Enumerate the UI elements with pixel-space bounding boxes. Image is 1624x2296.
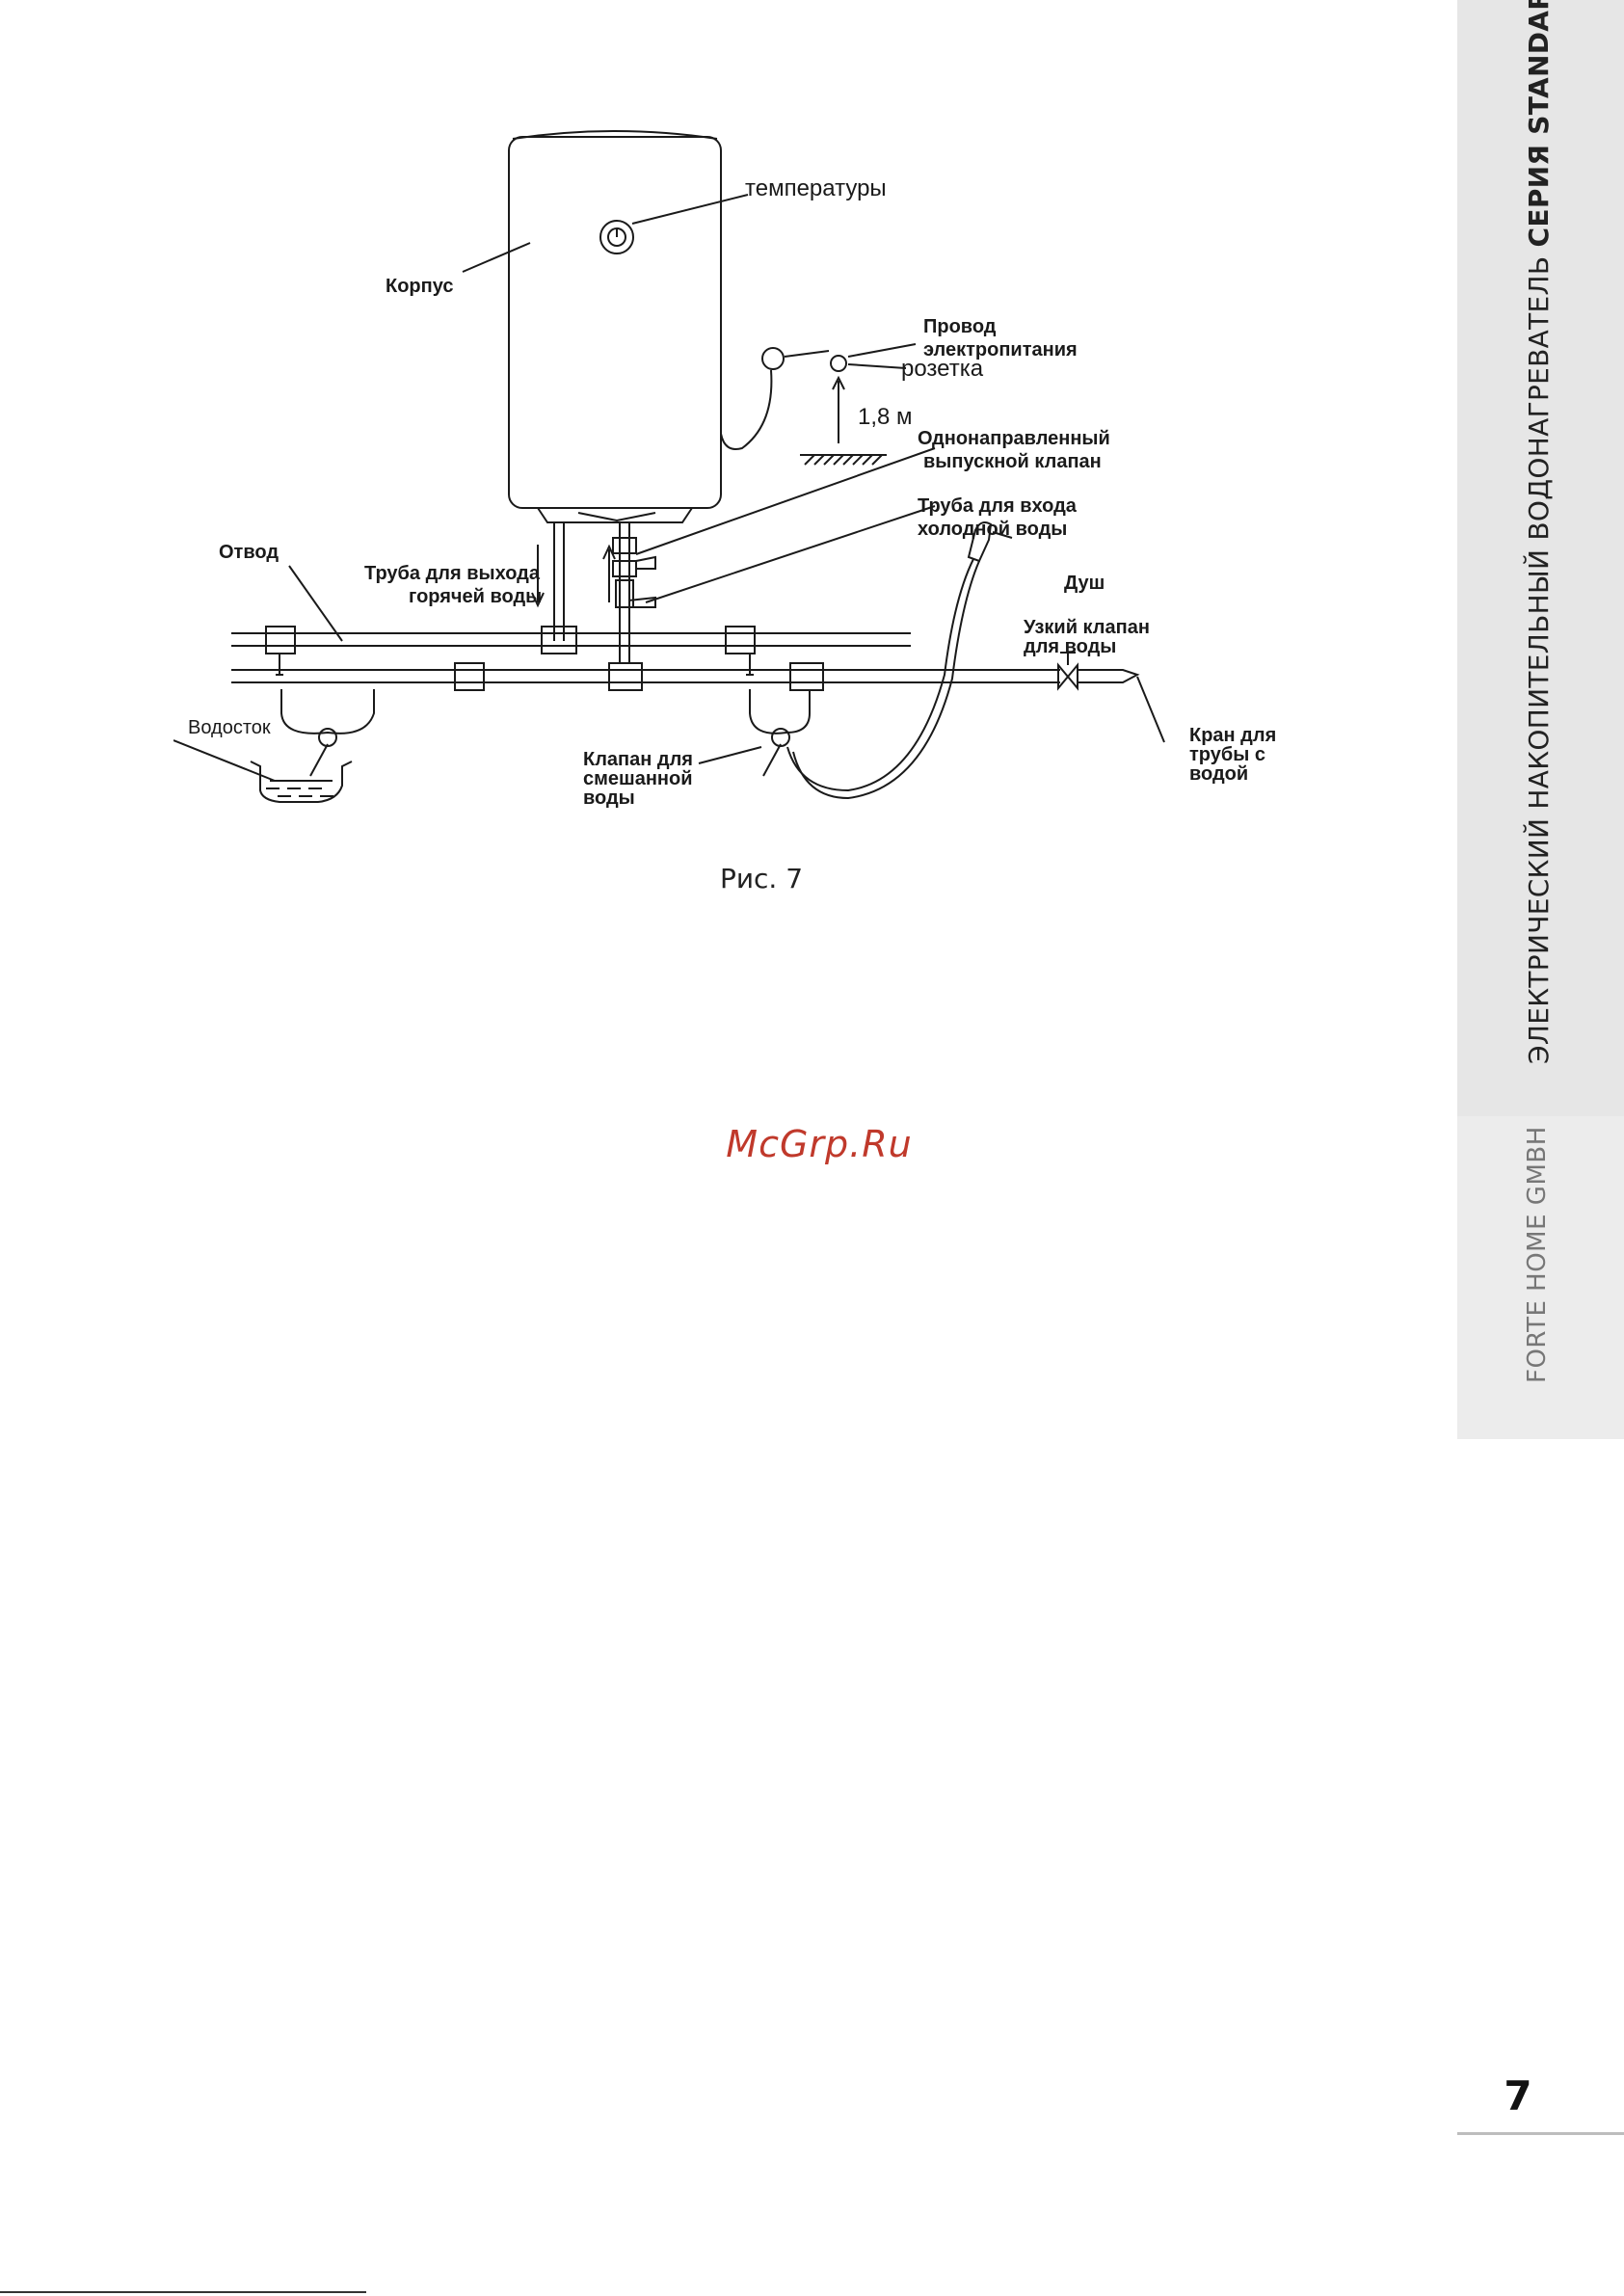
label-mixed-valve-1: Клапан для bbox=[583, 749, 693, 770]
document-title-regular: ЭЛЕКТРИЧЕСКИЙ НАКОПИТЕЛЬНЫЙ ВОДОНАГРЕВАТ… bbox=[1523, 247, 1555, 1064]
label-power-cord-2: электропитания bbox=[923, 339, 1078, 360]
label-mixed-valve-3: воды bbox=[583, 788, 635, 809]
label-mixed-valve-2: смешанной bbox=[583, 768, 693, 789]
label-height: 1,8 м bbox=[858, 404, 913, 430]
water-heater-tank bbox=[508, 136, 722, 509]
shower-head-icon bbox=[967, 521, 993, 563]
plug-icon bbox=[761, 347, 785, 370]
label-hot-outlet-2: горячей воды bbox=[409, 586, 543, 607]
figure-caption: Рис. 7 bbox=[719, 863, 804, 894]
document-title-series: СЕРИЯ STANDART bbox=[1523, 0, 1555, 248]
label-cold-inlet-1: Труба для входа bbox=[918, 495, 1077, 517]
company-name: FORTE HOME GMBH bbox=[1523, 1126, 1552, 1383]
label-drain: Водосток bbox=[188, 717, 271, 738]
sidebar-title-band bbox=[1457, 0, 1624, 1116]
label-temperature: температуры bbox=[745, 175, 887, 201]
label-tap-3: водой bbox=[1189, 763, 1249, 785]
footer-rule bbox=[0, 2291, 366, 2293]
label-branch: Отвод bbox=[219, 542, 280, 563]
label-socket: розетка bbox=[901, 356, 984, 382]
label-tap-1: Кран для bbox=[1189, 725, 1277, 746]
document-title: ЭЛЕКТРИЧЕСКИЙ НАКОПИТЕЛЬНЫЙ ВОДОНАГРЕВАТ… bbox=[1523, 0, 1555, 1064]
watermark: McGrp.Ru bbox=[726, 1123, 913, 1165]
label-hot-outlet-1: Труба для выхода bbox=[364, 563, 540, 584]
label-check-valve-1: Однонаправленный bbox=[918, 428, 1110, 449]
label-cold-inlet-2: холодной воды bbox=[918, 519, 1068, 540]
label-narrow-valve-2: для воды bbox=[1024, 636, 1117, 657]
installation-diagram: температуры Корпус Провод электропитания… bbox=[173, 116, 1301, 829]
page-number-rule bbox=[1457, 2132, 1624, 2135]
label-body: Корпус bbox=[386, 276, 454, 297]
page-number: 7 bbox=[1504, 2072, 1532, 2120]
socket-icon bbox=[830, 355, 847, 372]
label-power-cord-1: Провод bbox=[923, 316, 997, 337]
thermostat-knob-icon bbox=[599, 220, 634, 254]
label-narrow-valve-1: Узкий клапан bbox=[1024, 617, 1150, 638]
sidebar-company-band bbox=[1457, 1116, 1624, 1439]
label-shower: Душ bbox=[1064, 573, 1105, 594]
label-check-valve-2: выпускной клапан bbox=[923, 451, 1102, 472]
label-tap-2: трубы с bbox=[1189, 744, 1265, 765]
installation-diagram-drawing bbox=[173, 130, 1165, 803]
